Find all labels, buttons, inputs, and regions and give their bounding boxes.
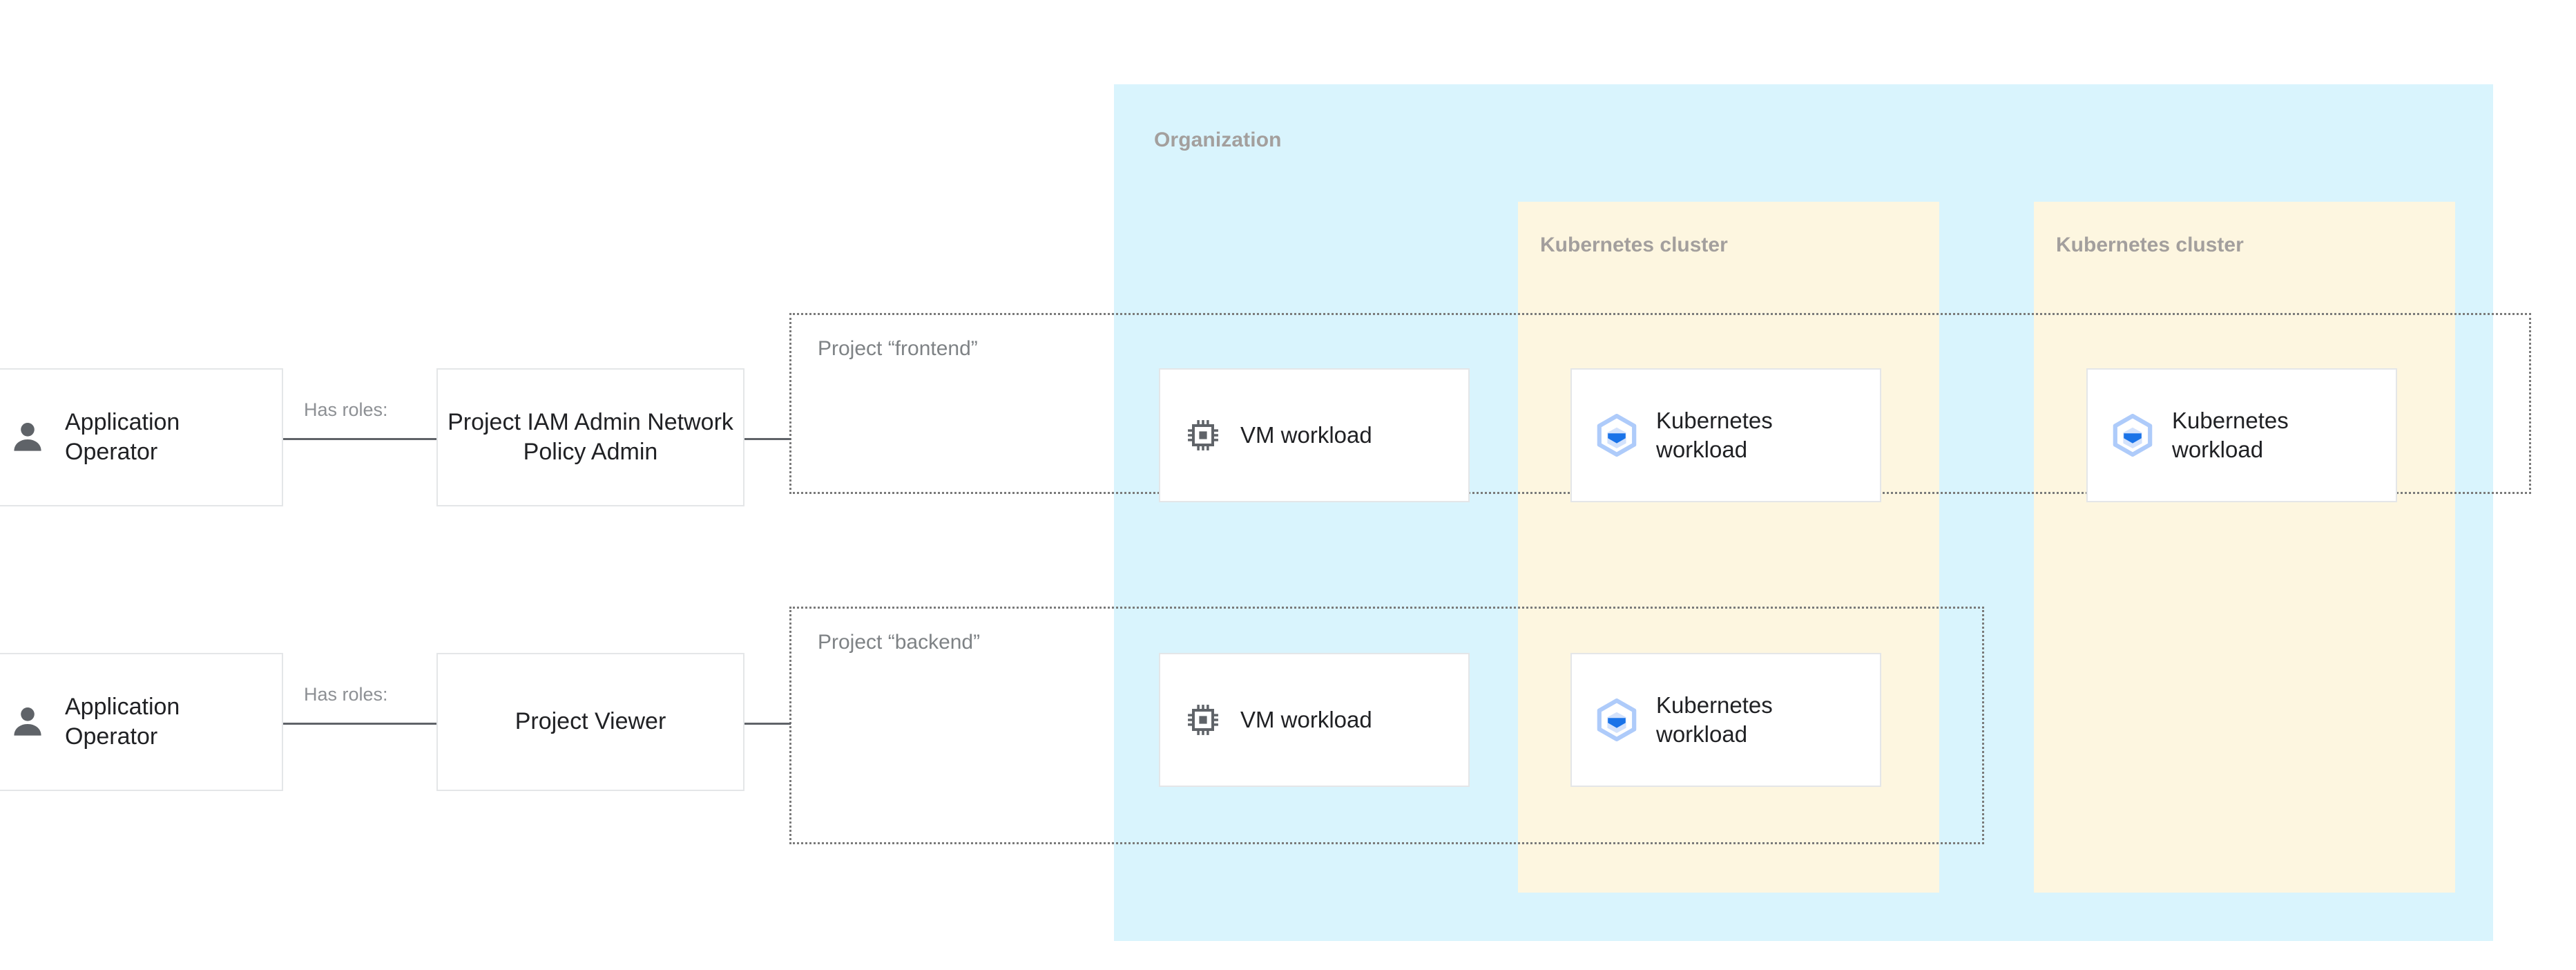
project-backend-label: Project “backend” (818, 631, 981, 654)
principal-label-2: Application Operator (65, 693, 180, 750)
project-backend-boundary: Project “backend” (789, 607, 1984, 844)
connector-operator-to-role-1 (283, 438, 438, 440)
person-icon (14, 423, 41, 451)
vm-workload-card-backend[interactable]: VM workload (1159, 653, 1470, 787)
principal-label-1: Application Operator (65, 408, 180, 465)
organization-label: Organization (1154, 129, 1282, 151)
connector-role-to-project-2 (743, 723, 791, 725)
has-roles-label-2: Has roles: (304, 684, 388, 705)
connector-operator-to-role-2 (283, 723, 438, 725)
kubernetes-cluster-label-2: Kubernetes cluster (2056, 234, 2244, 256)
kubernetes-workload-label-2: Kubernetes workload (1656, 692, 1773, 747)
kubernetes-cube-icon (2113, 414, 2153, 457)
vm-workload-card-frontend[interactable]: VM workload (1159, 368, 1470, 502)
role-label-2: Project Viewer (515, 708, 666, 735)
kubernetes-workload-label-3: Kubernetes workload (2172, 408, 2289, 462)
role-card-1[interactable]: Project IAM Admin Network Policy Admin (436, 368, 744, 506)
vm-workload-label-backend: VM workload (1240, 707, 1372, 733)
principal-card-1[interactable]: Application Operator (0, 368, 283, 506)
connector-role-to-project-1 (743, 438, 791, 440)
kubernetes-cluster-label-1: Kubernetes cluster (1540, 234, 1728, 256)
principal-card-2[interactable]: Application Operator (0, 653, 283, 791)
role-label-1: Project IAM Admin Network Policy Admin (448, 408, 733, 465)
kubernetes-cube-icon (1597, 414, 1637, 457)
role-card-2[interactable]: Project Viewer (436, 653, 744, 791)
cpu-chip-icon (1188, 420, 1218, 450)
kubernetes-workload-label-1: Kubernetes workload (1656, 408, 1773, 462)
kubernetes-workload-card-2[interactable]: Kubernetes workload (1570, 653, 1881, 787)
kubernetes-cube-icon (1597, 698, 1637, 741)
person-icon (14, 707, 41, 736)
project-frontend-label: Project “frontend” (818, 337, 978, 360)
kubernetes-cluster-container-2: Kubernetes cluster (2034, 202, 2455, 893)
cpu-chip-icon (1188, 705, 1218, 735)
kubernetes-workload-card-3[interactable]: Kubernetes workload (2086, 368, 2397, 502)
has-roles-label-1: Has roles: (304, 399, 388, 420)
vm-workload-label-frontend: VM workload (1240, 422, 1372, 448)
kubernetes-workload-card-1[interactable]: Kubernetes workload (1570, 368, 1881, 502)
